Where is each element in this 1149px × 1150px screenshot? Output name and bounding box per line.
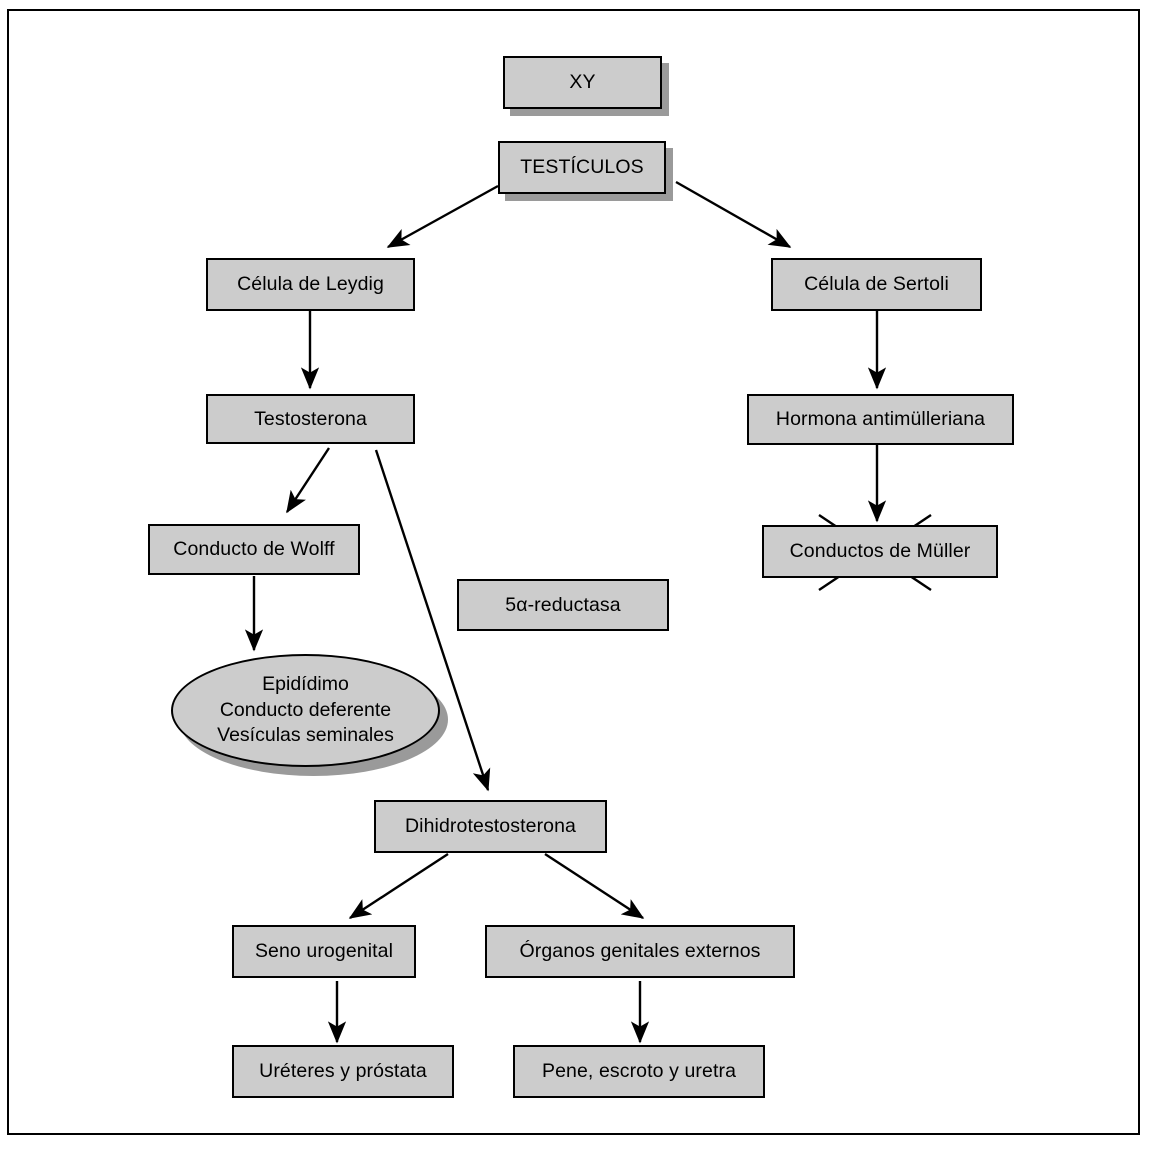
wolffian-derivative-line-1: Epidídimo bbox=[262, 672, 349, 695]
node-penis-scrotum-urethra-label: Pene, escroto y uretra bbox=[541, 1060, 737, 1082]
node-external-genitalia[interactable]: Órganos genitales externos bbox=[485, 925, 795, 978]
node-sertoli-cell[interactable]: Célula de Sertoli bbox=[771, 258, 982, 311]
node-antimullerian-hormone[interactable]: Hormona antimülleriana bbox=[747, 394, 1014, 445]
node-wolffian-duct-label: Conducto de Wolff bbox=[173, 538, 335, 560]
node-wolffian-duct[interactable]: Conducto de Wolff bbox=[148, 524, 360, 575]
node-karyotype[interactable]: XY bbox=[503, 56, 662, 109]
node-karyotype-label: XY bbox=[569, 71, 596, 93]
node-testosterone-label: Testosterona bbox=[254, 407, 367, 430]
node-wolffian-derivatives[interactable]: Epidídimo Conducto deferente Vesículas s… bbox=[171, 654, 440, 767]
node-ureters-prostate-label: Uréteres y próstata bbox=[259, 1060, 427, 1082]
node-five-alpha-reductase-label: 5α-reductasa bbox=[505, 593, 621, 616]
node-testicles[interactable]: TESTÍCULOS bbox=[498, 141, 666, 194]
node-five-alpha-reductase[interactable]: 5α-reductasa bbox=[457, 579, 669, 631]
node-antimullerian-hormone-label: Hormona antimülleriana bbox=[775, 408, 986, 430]
node-external-genitalia-label: Órganos genitales externos bbox=[519, 940, 761, 962]
wolffian-derivative-line-3: Vesículas seminales bbox=[217, 724, 394, 747]
node-leydig-cell[interactable]: Célula de Leydig bbox=[206, 258, 415, 311]
node-testosterone[interactable]: Testosterona bbox=[206, 394, 415, 444]
node-dihydrotestosterone-label: Dihidrotestosterona bbox=[405, 815, 576, 837]
wolffian-derivative-line-2: Conducto deferente bbox=[219, 698, 392, 721]
node-dihydrotestosterone[interactable]: Dihidrotestosterona bbox=[374, 800, 607, 853]
node-urogenital-sinus[interactable]: Seno urogenital bbox=[232, 925, 416, 978]
node-mullerian-ducts[interactable]: Conductos de Müller bbox=[762, 525, 998, 578]
diagram-frame bbox=[7, 9, 1140, 1135]
node-urogenital-sinus-label: Seno urogenital bbox=[254, 940, 394, 962]
node-sertoli-cell-label: Célula de Sertoli bbox=[804, 273, 949, 295]
node-mullerian-ducts-label: Conductos de Müller bbox=[789, 540, 971, 562]
node-penis-scrotum-urethra[interactable]: Pene, escroto y uretra bbox=[513, 1045, 765, 1098]
node-leydig-cell-label: Célula de Leydig bbox=[237, 273, 384, 295]
node-testicles-label: TESTÍCULOS bbox=[520, 156, 644, 178]
node-ureters-prostate[interactable]: Uréteres y próstata bbox=[232, 1045, 454, 1098]
